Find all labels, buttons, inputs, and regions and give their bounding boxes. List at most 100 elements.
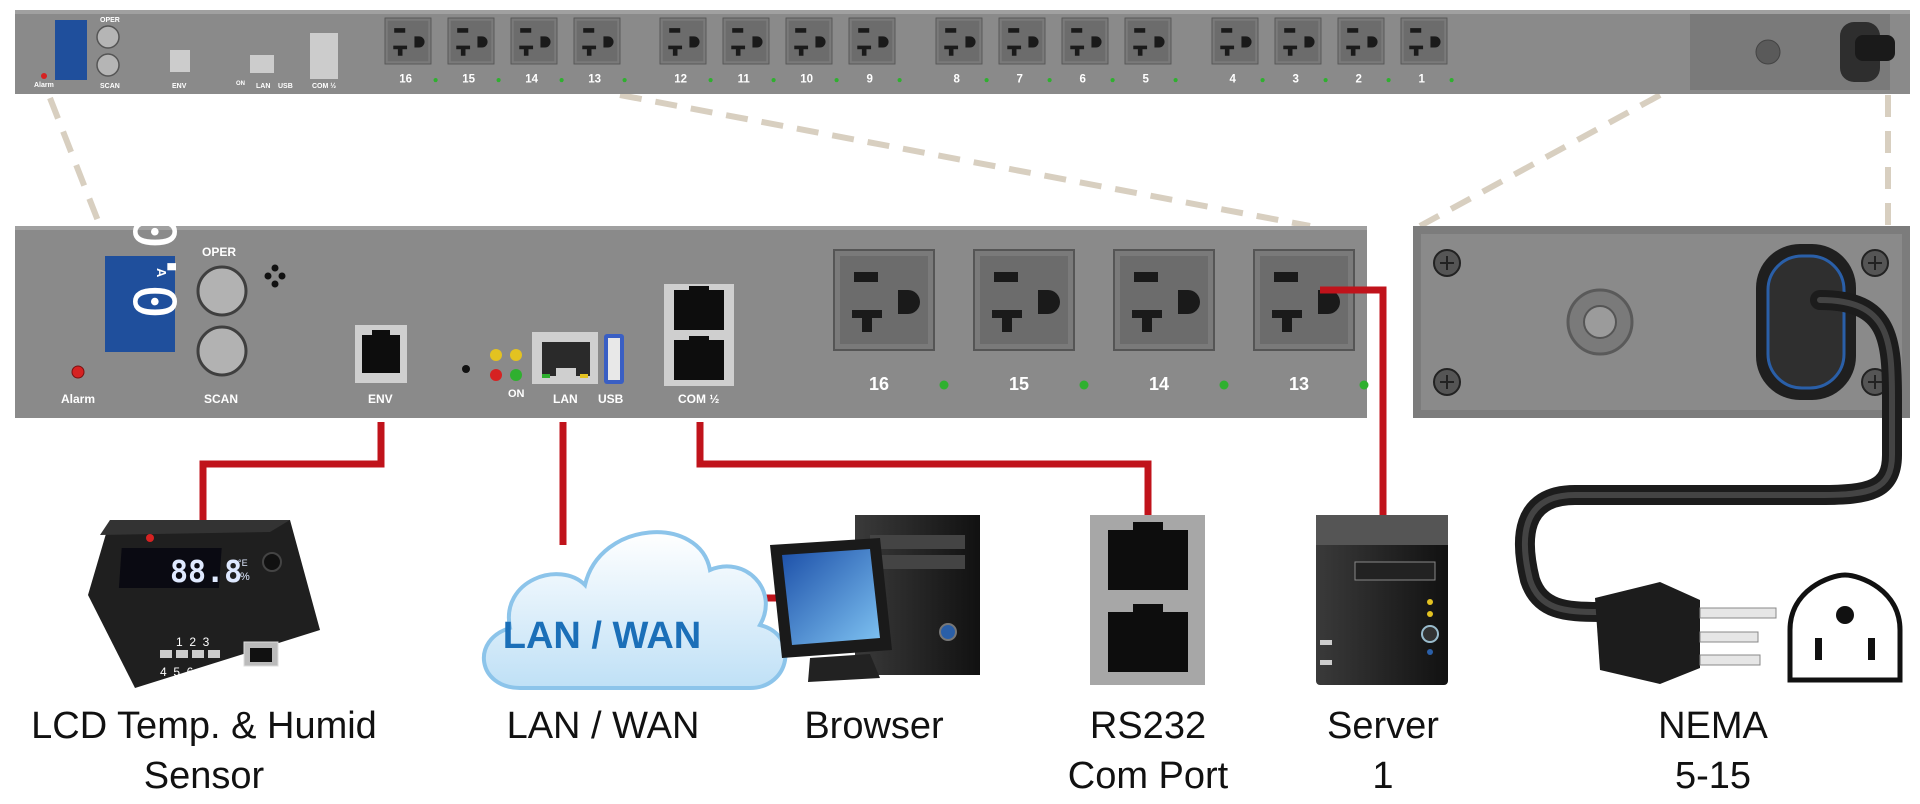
server-label-line1: Server <box>1327 705 1439 747</box>
top-outlet-number: 7 <box>1016 73 1022 85</box>
front-outlet <box>973 249 1075 351</box>
top-outlet-number: 13 <box>588 73 601 85</box>
sensor-label-line2: Sensor <box>144 755 265 797</box>
rs232-port <box>1090 515 1205 685</box>
top-outlet-led <box>771 78 776 83</box>
sensor-port-numbers-top: 1 2 3 <box>176 635 210 649</box>
lan-port <box>532 332 598 384</box>
top-com-port <box>310 33 338 79</box>
alarm-led <box>71 365 85 379</box>
status-led-yellow <box>490 349 502 361</box>
top-outlet-led <box>984 78 989 83</box>
power-cord-inlet <box>1756 244 1856 400</box>
top-outlet-led <box>559 78 564 83</box>
top-outlet-number: 9 <box>866 73 872 85</box>
scan-label: SCAN <box>204 392 238 406</box>
lan-wan-cloud <box>481 530 788 690</box>
top-outlet <box>785 17 833 65</box>
top-outlet-led <box>1110 78 1115 83</box>
top-outlet-number: 12 <box>674 73 687 85</box>
top-outlet-number: 5 <box>1142 73 1149 85</box>
front-outlet-led <box>939 380 949 390</box>
top-outlet-led <box>1047 78 1052 83</box>
top-outlet-led <box>496 78 501 83</box>
current-display <box>105 256 175 352</box>
status-led-yellow-2 <box>510 349 522 361</box>
current-display-value: 0.0 <box>122 214 190 319</box>
com-port <box>664 284 734 386</box>
front-outlet-number: 13 <box>1289 374 1309 394</box>
on-label: ON <box>508 388 525 400</box>
top-oper-button[interactable] <box>96 25 120 49</box>
top-outlet <box>659 17 707 65</box>
cloud-text: LAN / WAN <box>503 615 701 657</box>
top-com-label: COM ½ <box>312 82 336 90</box>
top-oper-label: OPER <box>100 17 120 24</box>
top-outlet-number: 6 <box>1079 73 1085 85</box>
temp-humid-sensor <box>88 520 320 688</box>
top-outlet-led <box>1323 78 1328 83</box>
top-outlet-number: 8 <box>953 73 960 85</box>
top-outlet <box>1061 17 1109 65</box>
com-label: COM ½ <box>678 392 719 406</box>
nema-label-line1: NEMA <box>1658 705 1768 747</box>
top-outlet-led <box>708 78 713 83</box>
top-outlet <box>935 17 983 65</box>
top-outlet-led <box>1386 78 1391 83</box>
top-outlet-led <box>834 78 839 83</box>
sensor-unit-e: °E <box>238 558 248 568</box>
zoom-lines <box>47 92 1891 229</box>
front-outlet <box>1253 249 1355 351</box>
rs232-label-line2: Com Port <box>1068 755 1229 797</box>
current-display-unit: A <box>154 268 169 278</box>
top-outlet-number: 1 <box>1418 73 1425 85</box>
top-outlet-led <box>1260 78 1265 83</box>
top-on-label: ON <box>236 81 245 87</box>
top-outlet-number: 10 <box>800 73 813 85</box>
usb-port <box>604 334 624 384</box>
front-outlet-number: 15 <box>1009 374 1029 394</box>
status-led-red <box>490 369 502 381</box>
top-usb-label: USB <box>278 83 293 90</box>
top-outlet <box>1400 17 1448 65</box>
oper-button[interactable] <box>196 265 248 317</box>
front-outlet <box>1113 249 1215 351</box>
sensor-label-line1: LCD Temp. & Humid <box>31 705 377 747</box>
top-outlet-number: 15 <box>462 73 475 85</box>
front-outlet-led <box>1079 380 1089 390</box>
top-outlet-number: 2 <box>1355 73 1361 85</box>
scan-button[interactable] <box>196 325 248 377</box>
top-outlet <box>998 17 1046 65</box>
top-outlet-led <box>897 78 902 83</box>
top-display <box>55 20 87 80</box>
lan-label: LAN <box>553 392 578 406</box>
top-scan-label: SCAN <box>100 83 120 90</box>
top-outlet-number: 14 <box>525 73 538 85</box>
top-lan-label: LAN <box>256 83 270 90</box>
top-outlet <box>1274 17 1322 65</box>
top-scan-button[interactable] <box>96 53 120 77</box>
top-outlet-number: 4 <box>1229 73 1236 85</box>
sensor-port-numbers-bottom: 4 5 6 <box>160 665 194 679</box>
top-alarm-label: Alarm <box>34 82 54 89</box>
sensor-unit-pct: % <box>240 571 250 583</box>
top-lan-port <box>250 55 274 73</box>
top-outlet-number: 11 <box>738 73 751 85</box>
top-outlet-number: 3 <box>1292 73 1298 85</box>
nema-plug <box>1595 582 1777 684</box>
env-port <box>355 325 407 383</box>
top-outlet <box>447 17 495 65</box>
server <box>1316 515 1448 685</box>
top-env-label: ENV <box>172 83 187 90</box>
usb-label: USB <box>598 392 624 406</box>
top-outlet-led <box>622 78 627 83</box>
front-outlet-number: 14 <box>1149 374 1169 394</box>
rs232-label-line1: RS232 <box>1090 705 1206 747</box>
nema-socket-icon <box>1787 572 1903 683</box>
env-label: ENV <box>368 392 393 406</box>
